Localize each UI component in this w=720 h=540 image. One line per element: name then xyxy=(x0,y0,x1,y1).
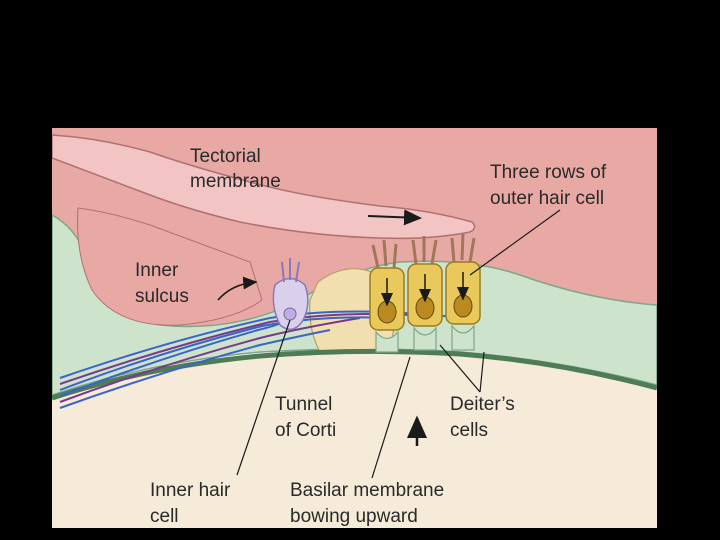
label-tectorial-line2: membrane xyxy=(190,171,281,192)
leader-lines xyxy=(236,209,561,479)
label-basilar-line2: bowing upward xyxy=(290,506,418,527)
arrow-right-icon xyxy=(367,209,422,226)
label-basilar-line1: Basilar membrane xyxy=(290,480,444,501)
basilar-membrane xyxy=(52,348,657,401)
label-inner-hair-line1: Inner hair xyxy=(150,480,231,501)
label-tunnel-line1: Tunnel xyxy=(275,394,332,415)
deiters-cells xyxy=(375,324,475,353)
outer-hair-cells xyxy=(369,233,481,331)
outer-hair-cell xyxy=(407,236,443,327)
label-inner-sulcus-line2: sulcus xyxy=(135,286,189,307)
label-outer-line1: Three rows of xyxy=(490,162,607,183)
inner-sulcus-arrow xyxy=(217,276,258,301)
label-deiters-line1: Deiter’s xyxy=(450,394,515,415)
inner-hair-cell xyxy=(272,258,309,331)
scala-tympani-region xyxy=(52,353,657,528)
outer-hair-cell xyxy=(369,239,405,331)
inner-sulcus-region xyxy=(77,207,263,326)
label-inner-hair-line2: cell xyxy=(150,506,179,527)
tectorial-membrane xyxy=(52,134,476,240)
label-deiters-line2: cells xyxy=(450,420,488,441)
outer-hair-cell xyxy=(445,233,481,325)
label-outer-line2: outer hair cell xyxy=(490,188,604,209)
label-tectorial-line1: Tectorial xyxy=(190,146,261,167)
label-inner-sulcus-line1: Inner xyxy=(135,260,179,281)
label-tunnel-line2: of Corti xyxy=(275,420,336,441)
